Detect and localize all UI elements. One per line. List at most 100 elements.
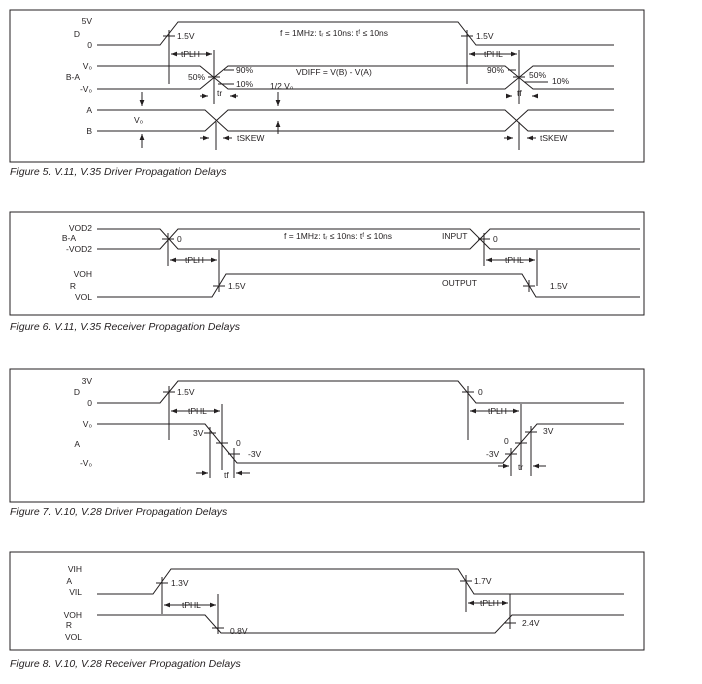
fig8-voh-label: VOH (64, 610, 82, 620)
fig8-caption: Figure 8. V.10, V.28 Receiver Propagatio… (10, 658, 241, 670)
fig5-90-left: 90% (236, 65, 253, 75)
fig7-refs (168, 392, 522, 470)
fig7-a-label: A (74, 439, 80, 449)
fig8-13v-label: 1.3V (171, 578, 189, 588)
fig6-r-waveform (97, 273, 640, 298)
fig6-voh-label: VOH (74, 269, 92, 279)
fig8-a-label: A (66, 576, 72, 586)
fig7-neg3-left: -3V (248, 449, 262, 459)
fig7-neg3-right: -3V (486, 449, 500, 459)
fig7-zero-mid-right: 0 (504, 436, 509, 446)
fig5-15v-right: 1.5V (476, 31, 494, 41)
fig7-tf-label: tf (224, 470, 229, 480)
fig5-pct-leaders-right (508, 69, 548, 83)
fig7-tf-tr-refs (209, 432, 532, 478)
fig6-15v-left: 1.5V (228, 281, 246, 291)
fig5-d-label: D (74, 29, 80, 39)
fig7-3v-left-label: 3V (193, 428, 204, 438)
fig5-tf-label: tf (517, 88, 522, 98)
fig6-output-label: OUTPUT (442, 278, 477, 288)
fig7-3v-right: 3V (543, 426, 554, 436)
fig8-24v-label: 2.4V (522, 618, 540, 628)
fig6-input-label: INPUT (442, 231, 468, 241)
fig8-refs (161, 581, 511, 628)
fig6-refs (167, 239, 538, 286)
fig8-08v-label: 0.8V (230, 626, 248, 636)
fig5-tr-label: tr (217, 88, 222, 98)
fig5-d-waveform (97, 21, 614, 46)
fig6-zero-right: 0 (493, 234, 498, 244)
fig6-vod2-label: VOD2 (69, 223, 92, 233)
fig5-vdiff-label: VDIFF = V(B) - V(A) (296, 67, 372, 77)
fig5-vo-label: V₀ (83, 61, 93, 71)
fig5-vo-mid-label: V₀ (134, 115, 144, 125)
fig5-halfvo-label: 1/2 V₀ (270, 81, 294, 91)
fig6-r-label: R (70, 281, 76, 291)
fig5-ba-high-waveform (97, 65, 614, 90)
fig5-50-right: 50% (529, 70, 546, 80)
figure-7-frame (9, 368, 645, 503)
fig6-vol-label: VOL (75, 292, 92, 302)
fig5-ba-label: B-A (66, 72, 81, 82)
fig8-vol-label: VOL (65, 632, 82, 642)
fig6-15v-right: 1.5V (550, 281, 568, 291)
fig8-r-waveform (97, 614, 624, 634)
fig5-zero-label: 0 (87, 40, 92, 50)
fig5-a-label: A (86, 105, 92, 115)
fig8-vih-label: VIH (68, 564, 82, 574)
fig6-tick-out-right (523, 280, 535, 292)
fig7-neg-vo-label: -V₀ (80, 458, 93, 468)
fig6-zero-left: 0 (177, 234, 182, 244)
fig5-10-right: 10% (552, 76, 569, 86)
fig6-condition: f = 1MHz: tᵣ ≤ 10ns: tᶠ ≤ 10ns (284, 231, 392, 241)
fig6-ba-low-waveform (97, 228, 640, 250)
fig5-15v-left: 1.5V (177, 31, 195, 41)
fig7-d-waveform (97, 380, 624, 404)
fig5-condition: f = 1MHz: tᵣ ≤ 10ns: tᶠ ≤ 10ns (280, 28, 388, 38)
fig7-zero-mid-left: 0 (236, 438, 241, 448)
figure-5: 5V D 0 V₀ B-A -V₀ A B V₀ f = 1MHz: tᵣ ≤ … (9, 9, 645, 163)
fig6-ba-high-waveform (97, 228, 640, 250)
fig5-tskew-right: tSKEW (540, 133, 567, 143)
fig6-tphl-label: tPHL (505, 255, 524, 265)
fig5-ba-low-waveform (97, 65, 614, 90)
fig8-17v-label: 1.7V (474, 576, 492, 586)
figure-6: VOD2 B-A -VOD2 VOH R VOL f = 1MHz: tᵣ ≤ … (9, 211, 645, 316)
fig7-caption: Figure 7. V.10, V.28 Driver Propagation … (10, 506, 228, 518)
fig7-d-label: D (74, 387, 80, 397)
fig5-b-label: B (86, 126, 92, 136)
fig5-10-left: 10% (236, 79, 253, 89)
fig8-a-waveform (97, 568, 624, 595)
fig7-tplh-label: tPLH (488, 406, 507, 416)
fig5-b-waveform (97, 109, 614, 132)
fig5-tplh-label: tPLH (181, 49, 200, 59)
figure-8: VIH A VIL VOH R VOL 1.3V 1.7V tPHL tPLH … (9, 551, 645, 651)
fig5-tskew-left: tSKEW (237, 133, 264, 143)
fig5-50-left: 50% (188, 72, 205, 82)
fig5-tphl-label: tPHL (484, 49, 503, 59)
figure-5-frame (9, 9, 645, 163)
fig8-tphl-label: tPHL (182, 600, 201, 610)
fig6-ba-label: B-A (62, 233, 77, 243)
fig5-pct-leaders-left (218, 69, 234, 85)
fig6-tplh-label: tPLH (185, 255, 204, 265)
fig7-vo-label: V₀ (83, 419, 93, 429)
fig8-vil-label: VIL (69, 587, 82, 597)
fig7-15v-label: 1.5V (177, 387, 195, 397)
fig5-tskew-refs (215, 122, 520, 150)
fig5-caption: Figure 5. V.11, V.35 Driver Propagation … (10, 166, 227, 178)
fig8-r-label: R (66, 620, 72, 630)
fig5-90-right: 90% (487, 65, 504, 75)
figure-7: 3V D 0 V₀ A -V₀ 1.5V 0 tPHL tPLH 3V 0 -3… (9, 368, 645, 503)
figure-8-frame (9, 551, 645, 651)
fig7-a-waveform (97, 423, 624, 464)
fig7-zero-right-label: 0 (478, 387, 483, 397)
fig5-a-waveform (97, 109, 614, 132)
fig6-neg-vod2-label: -VOD2 (66, 244, 92, 254)
fig7-zero-label: 0 (87, 398, 92, 408)
fig5-neg-vo-label: -V₀ (80, 84, 93, 94)
fig7-tr-label: tr (518, 462, 523, 472)
fig8-tplh-label: tPLH (480, 598, 499, 608)
fig7-3v-label: 3V (82, 376, 93, 386)
